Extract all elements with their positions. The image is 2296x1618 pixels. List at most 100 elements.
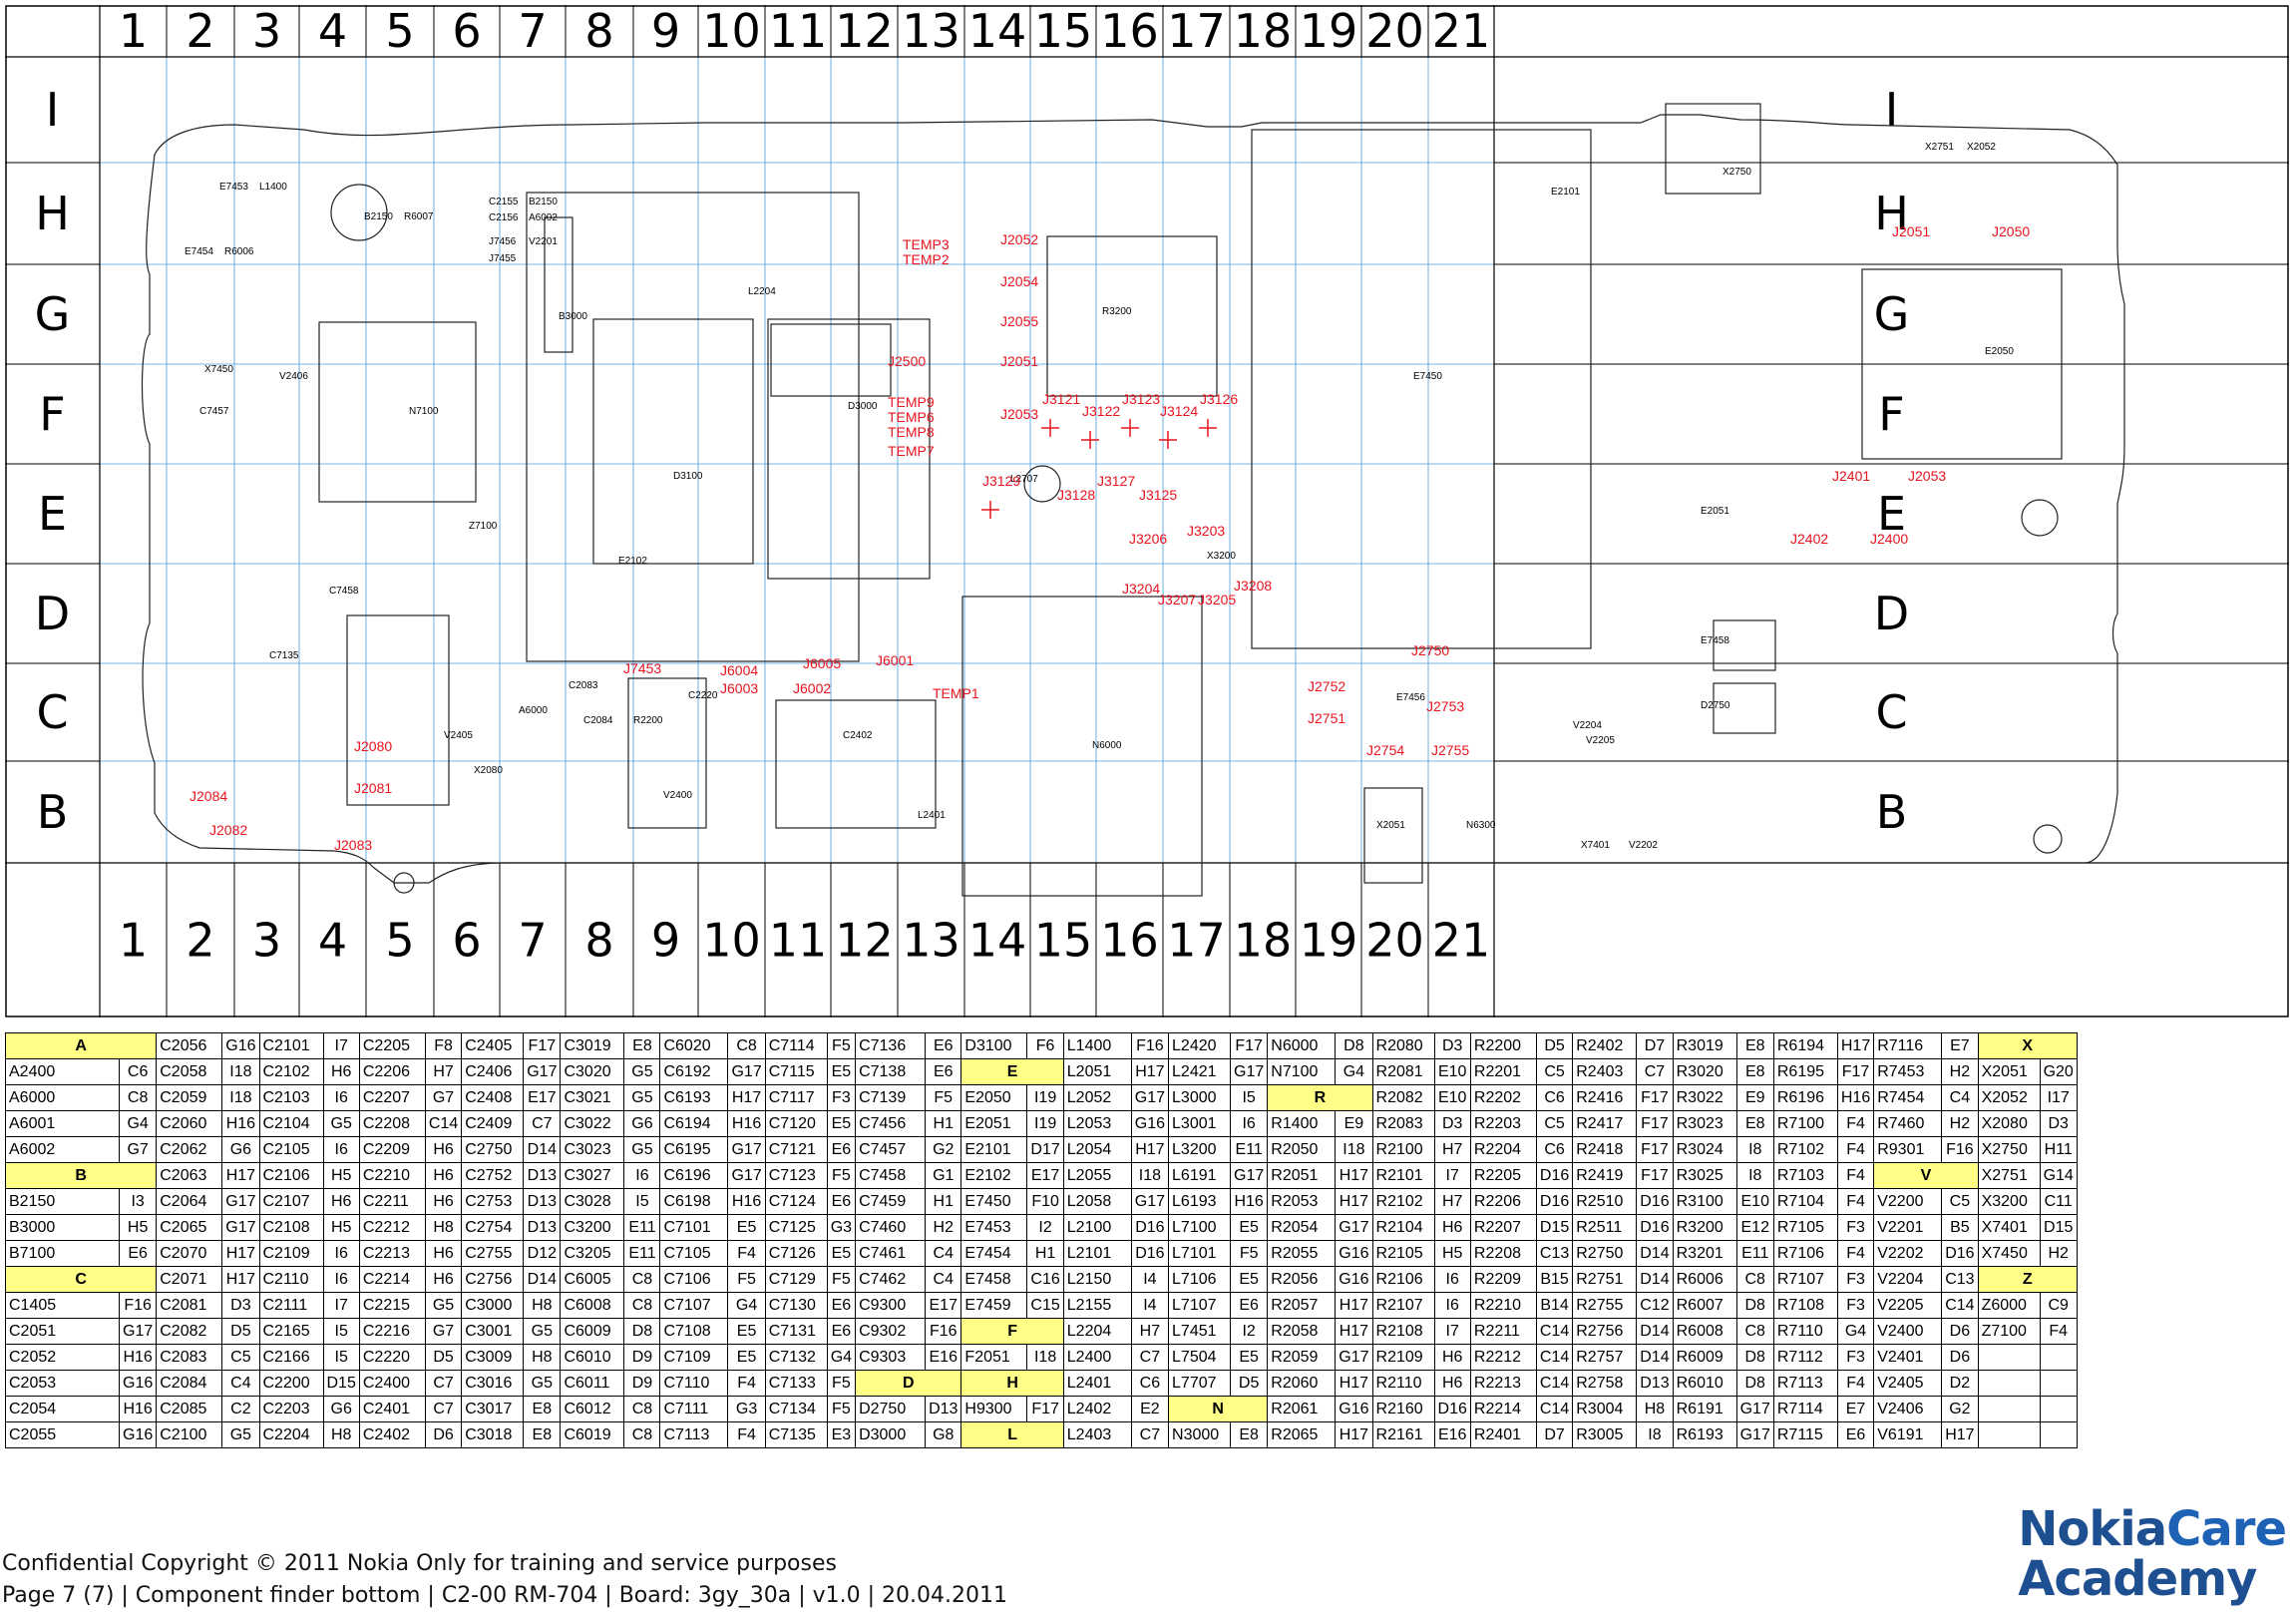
finder-ref: V2406 bbox=[1873, 1396, 1943, 1422]
finder-ref: R7104 bbox=[1772, 1188, 1838, 1215]
finder-location: I6 bbox=[322, 1136, 360, 1163]
column-label-bottom-17: 17 bbox=[1167, 914, 1226, 968]
finder-location: I8 bbox=[1735, 1136, 1774, 1163]
finder-ref: C6198 bbox=[659, 1188, 729, 1215]
finder-location: F17 bbox=[1836, 1058, 1875, 1085]
finder-location: I5 bbox=[1230, 1084, 1269, 1111]
finder-ref: L2054 bbox=[1062, 1136, 1132, 1163]
finder-location: F5 bbox=[925, 1084, 962, 1111]
logo-care: Care bbox=[2166, 1501, 2287, 1557]
component-x7401: X7401 bbox=[1581, 840, 1610, 851]
finder-location: E7 bbox=[1941, 1032, 1979, 1059]
finder-location: B5 bbox=[1941, 1214, 1979, 1241]
finder-ref: R2100 bbox=[1371, 1136, 1435, 1163]
finder-ref: R2207 bbox=[1469, 1214, 1537, 1241]
finder-location: I19 bbox=[1026, 1084, 1064, 1111]
finder-ref: C6008 bbox=[560, 1292, 625, 1319]
component-e7453: E7453 bbox=[219, 182, 248, 193]
finder-location: F5 bbox=[826, 1032, 857, 1059]
test-point-j6005: J6005 bbox=[803, 655, 841, 671]
finder-ref: C7136 bbox=[855, 1032, 927, 1059]
finder-ref: C2070 bbox=[156, 1240, 223, 1267]
finder-ref: L2150 bbox=[1062, 1266, 1132, 1293]
component-e2051: E2051 bbox=[1701, 506, 1729, 517]
finder-location: D17 bbox=[1026, 1136, 1064, 1163]
finder-ref: R2065 bbox=[1267, 1421, 1337, 1448]
finder-location: H5 bbox=[322, 1214, 360, 1241]
finder-location: C11 bbox=[2039, 1188, 2078, 1215]
finder-location: G17 bbox=[221, 1214, 260, 1241]
finder-location: G17 bbox=[221, 1188, 260, 1215]
finder-ref: L6193 bbox=[1168, 1188, 1232, 1215]
component-e2101: E2101 bbox=[1551, 187, 1580, 198]
finder-location: I6 bbox=[322, 1266, 360, 1293]
finder-location: G17 bbox=[727, 1136, 766, 1163]
finder-ref: A6001 bbox=[5, 1110, 120, 1137]
finder-location: H7 bbox=[1433, 1136, 1471, 1163]
finder-location: F5 bbox=[727, 1266, 766, 1293]
finder-ref: R3024 bbox=[1672, 1136, 1737, 1163]
finder-section-c: C bbox=[4, 1266, 158, 1293]
finder-ref: R6006 bbox=[1672, 1266, 1737, 1293]
component-j7455: J7455 bbox=[489, 253, 517, 264]
column-label-top-11: 11 bbox=[769, 5, 828, 58]
finder-ref: L7504 bbox=[1168, 1344, 1232, 1371]
finder-ref: B7100 bbox=[5, 1240, 120, 1267]
finder-ref: C2406 bbox=[461, 1058, 525, 1085]
finder-location: G14 bbox=[2039, 1162, 2078, 1189]
finder-location: G17 bbox=[1130, 1084, 1170, 1111]
finder-location: E5 bbox=[1230, 1214, 1269, 1241]
finder-location: H17 bbox=[221, 1266, 260, 1293]
finder-ref: R2082 bbox=[1371, 1084, 1435, 1111]
finder-location: F5 bbox=[826, 1162, 857, 1189]
finder-location: E6 bbox=[826, 1136, 857, 1163]
finder-ref: R2418 bbox=[1572, 1136, 1638, 1163]
finder-ref: C7134 bbox=[764, 1396, 828, 1422]
component-e7458: E7458 bbox=[1701, 635, 1729, 646]
finder-location: E8 bbox=[623, 1032, 661, 1059]
finder-location: D16 bbox=[1636, 1214, 1674, 1241]
test-point-j3123: J3123 bbox=[1122, 391, 1160, 407]
test-point-j2052: J2052 bbox=[1000, 231, 1038, 247]
finder-ref: R2105 bbox=[1371, 1240, 1435, 1267]
finder-ref: C6192 bbox=[659, 1058, 729, 1085]
finder-location: I4 bbox=[1130, 1266, 1170, 1293]
finder-ref: A2400 bbox=[5, 1058, 120, 1085]
finder-location: G17 bbox=[523, 1058, 562, 1085]
finder-ref: C3028 bbox=[560, 1188, 625, 1215]
finder-ref: R2750 bbox=[1572, 1240, 1638, 1267]
finder-ref: C7107 bbox=[659, 1292, 729, 1319]
finder-ref: Z6000 bbox=[1977, 1292, 2041, 1319]
finder-ref: C2064 bbox=[156, 1188, 223, 1215]
row-label-right-C: C bbox=[1875, 685, 1907, 739]
column-label-top-15: 15 bbox=[1034, 5, 1093, 58]
test-point-j2402: J2402 bbox=[1790, 531, 1828, 547]
finder-ref: C6193 bbox=[659, 1084, 729, 1111]
finder-location: F16 bbox=[118, 1292, 158, 1319]
finder-location: E11 bbox=[623, 1214, 661, 1241]
finder-ref: R3020 bbox=[1672, 1058, 1737, 1085]
finder-location: I6 bbox=[322, 1240, 360, 1267]
column-label-top-12: 12 bbox=[835, 5, 894, 58]
finder-ref: L2100 bbox=[1062, 1214, 1132, 1241]
finder-location: E9 bbox=[1335, 1110, 1373, 1137]
finder-location: G20 bbox=[2039, 1058, 2078, 1085]
finder-ref: C7123 bbox=[764, 1162, 828, 1189]
finder-location: I18 bbox=[1335, 1136, 1373, 1163]
finder-location: D9 bbox=[623, 1344, 661, 1371]
finder-ref: C2084 bbox=[156, 1370, 223, 1397]
finder-ref: L2155 bbox=[1062, 1292, 1132, 1319]
test-point-temp2: TEMP2 bbox=[903, 251, 950, 267]
finder-location: E12 bbox=[1735, 1214, 1774, 1241]
component-x2750: X2750 bbox=[1722, 167, 1751, 178]
finder-ref: R2053 bbox=[1267, 1188, 1337, 1215]
component-labels: E7453E7454B2150C2155C2156J7456J7455B3000… bbox=[185, 142, 2014, 851]
finder-ref: V2200 bbox=[1873, 1188, 1943, 1215]
finder-ref: R6009 bbox=[1672, 1344, 1737, 1371]
finder-location: H5 bbox=[118, 1214, 158, 1241]
finder-ref: C3016 bbox=[461, 1370, 525, 1397]
finder-ref: R7454 bbox=[1873, 1084, 1943, 1111]
finder-ref: D3000 bbox=[855, 1421, 927, 1448]
finder-ref: L2204 bbox=[1062, 1318, 1132, 1345]
